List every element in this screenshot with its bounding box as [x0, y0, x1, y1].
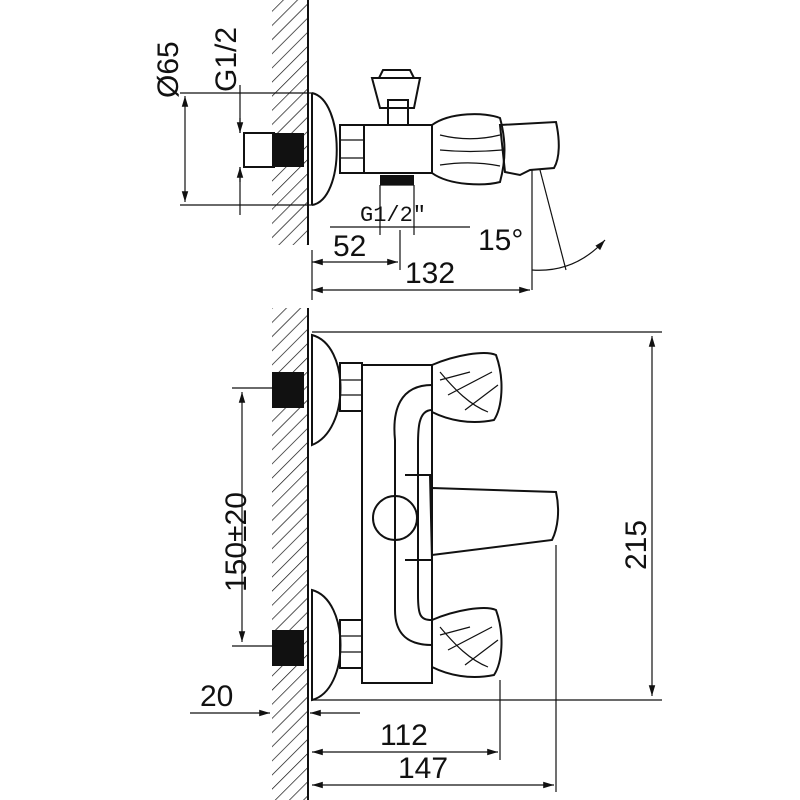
spout-top: [498, 120, 560, 177]
nut-top: [339, 124, 365, 174]
top-view: Ø65 G1/2 G1/2" 52 132 15°: [152, 0, 606, 300]
dim-wall-offset: 20: [200, 680, 233, 713]
diverter-knob-front: [372, 495, 418, 541]
mixer-body-top: [363, 124, 433, 174]
dim-depth-inner: 52: [333, 230, 366, 263]
dim-angle: 15°: [478, 224, 523, 257]
handle-upper: [431, 352, 503, 423]
dim-thread-outlet: G1/2": [360, 203, 426, 228]
bridge-tube: [393, 384, 433, 646]
dim-depth-body: 112: [380, 719, 428, 752]
handle-lower: [431, 607, 503, 678]
outlet-thread-top: [380, 175, 414, 185]
inlet-upper-thread: [272, 372, 304, 408]
dim-thread-wall: G1/2: [210, 27, 243, 92]
wall-section-top: [272, 0, 308, 245]
dim-depth-total-front: 147: [398, 752, 448, 785]
dim-dia: Ø65: [152, 41, 185, 98]
inlet-lower-thread: [272, 630, 304, 666]
inlet-thread-top: [272, 133, 304, 167]
handle-top: [431, 113, 506, 186]
diverter-knob-top: [370, 77, 422, 109]
front-view: 150±20 215 20 112 147: [190, 308, 662, 800]
dim-depth-total: 132: [405, 257, 455, 290]
dim-height-total: 215: [620, 520, 653, 570]
angle-arc: [531, 239, 606, 271]
spout-front: [431, 486, 560, 557]
dim-spacing: 150±20: [220, 492, 253, 592]
wall-flange-top: [311, 92, 338, 206]
